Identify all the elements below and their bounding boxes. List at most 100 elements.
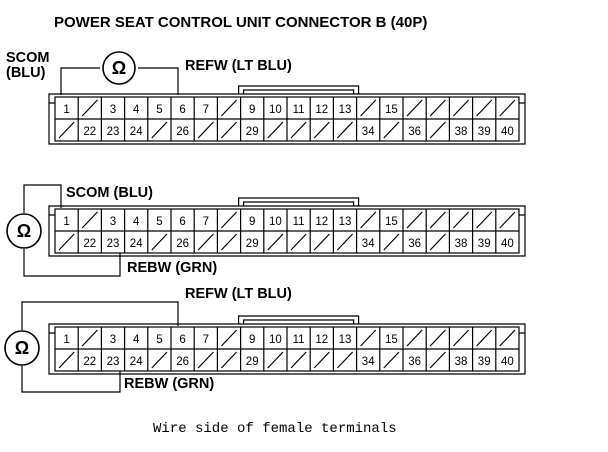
caption: Wire side of female terminals — [153, 421, 397, 437]
pin-number: 34 — [362, 126, 375, 138]
connector-shell — [48, 323, 526, 375]
empty-cavity — [429, 233, 446, 251]
refw-wire-3 — [21, 301, 179, 330]
pin-number: 23 — [107, 238, 120, 250]
ohmmeter-icon: Ω — [6, 213, 42, 249]
pin-number: 11 — [293, 334, 305, 346]
pin-number: 22 — [83, 238, 96, 250]
pin-number: 22 — [83, 126, 96, 138]
pin-number: 3 — [110, 104, 116, 116]
empty-cavity — [499, 99, 516, 117]
empty-cavity — [197, 233, 214, 251]
lock-tab — [238, 315, 360, 324]
empty-cavity — [313, 351, 330, 369]
lock-tab-inner — [243, 89, 355, 94]
ohmmeter-icon: Ω — [102, 51, 136, 85]
empty-cavity — [383, 121, 400, 139]
pin-number: 29 — [246, 126, 259, 138]
pin-number: 24 — [130, 356, 143, 368]
ohmmeter-icon: Ω — [4, 330, 40, 366]
empty-cavity — [290, 121, 307, 139]
pin-number: 7 — [203, 216, 209, 228]
pin-number: 39 — [478, 238, 491, 250]
empty-cavity — [58, 233, 75, 251]
empty-cavity — [220, 121, 238, 139]
empty-cavity — [476, 211, 493, 229]
pin-number: 36 — [408, 126, 421, 138]
empty-cavity — [151, 121, 168, 139]
empty-cavity — [336, 121, 354, 139]
pin-number: 5 — [156, 104, 162, 116]
refw-label-3: REFW (LT BLU) — [185, 286, 292, 302]
empty-cavity — [429, 211, 446, 229]
empty-cavity — [290, 351, 307, 369]
pin-number: 36 — [408, 356, 421, 368]
empty-cavity — [58, 351, 75, 369]
scom-label-line2: (BLU) — [6, 65, 46, 81]
pin-number: 38 — [455, 126, 468, 138]
pin-number: 13 — [339, 216, 352, 228]
pin-number: 11 — [293, 216, 305, 228]
ohm-symbol: Ω — [17, 221, 31, 241]
empty-cavity — [383, 351, 400, 369]
empty-cavity — [197, 351, 214, 369]
scom-wire — [60, 67, 100, 95]
pin-number: 1 — [63, 334, 69, 346]
empty-cavity — [406, 329, 423, 347]
pin-number: 29 — [246, 238, 259, 250]
pin-number: 6 — [179, 104, 185, 116]
pin-number: 26 — [176, 238, 189, 250]
connector-shell — [48, 93, 526, 145]
empty-cavity — [267, 121, 284, 139]
empty-cavity — [383, 233, 400, 251]
pin-number: 40 — [501, 238, 514, 250]
empty-cavity — [360, 211, 377, 229]
empty-cavity — [499, 329, 516, 347]
empty-cavity — [360, 329, 377, 347]
empty-cavity — [81, 99, 98, 117]
pin-number: 6 — [179, 334, 185, 346]
ohm-symbol: Ω — [112, 58, 126, 78]
empty-cavity — [151, 233, 168, 251]
pin-number: 3 — [110, 216, 116, 228]
pin-number: 40 — [501, 126, 514, 138]
scom-wire-2 — [23, 184, 62, 213]
rebw-label-3: REBW (GRN) — [124, 376, 214, 392]
pin-number: 36 — [408, 238, 421, 250]
empty-cavity — [220, 233, 238, 251]
empty-cavity — [58, 121, 75, 139]
pin-number: 22 — [83, 356, 96, 368]
empty-cavity — [476, 99, 493, 117]
empty-cavity — [313, 121, 330, 139]
pin-number: 6 — [179, 216, 185, 228]
pin-number: 23 — [107, 126, 120, 138]
ohm-symbol: Ω — [15, 338, 29, 358]
pin-number: 39 — [478, 126, 491, 138]
pin-number: 10 — [269, 334, 282, 346]
pin-number: 11 — [293, 104, 305, 116]
pin-number: 5 — [156, 334, 162, 346]
pin-number: 38 — [455, 356, 468, 368]
pin-number: 4 — [133, 334, 140, 346]
pin-number: 5 — [156, 216, 162, 228]
pin-number: 7 — [203, 104, 209, 116]
rebw-label: REBW (GRN) — [127, 260, 217, 276]
pin-number: 13 — [339, 104, 352, 116]
pin-number: 40 — [501, 356, 514, 368]
empty-cavity — [452, 329, 470, 347]
rebw-wire-2 — [23, 249, 121, 277]
empty-cavity — [81, 211, 98, 229]
pin-number: 9 — [249, 334, 255, 346]
pin-number: 12 — [315, 216, 328, 228]
empty-cavity — [290, 233, 307, 251]
lock-tab — [238, 85, 360, 94]
pin-number: 9 — [249, 104, 255, 116]
empty-cavity — [336, 233, 354, 251]
connector-shell — [48, 205, 526, 257]
pin-number: 1 — [63, 104, 69, 116]
